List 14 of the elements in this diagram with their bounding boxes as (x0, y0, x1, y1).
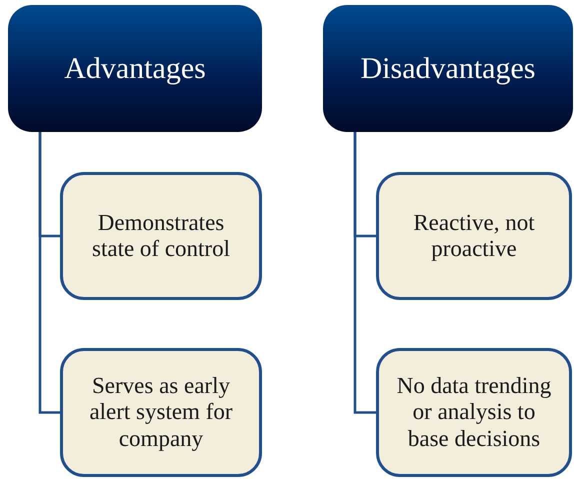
header-box (8, 5, 262, 132)
item-box (60, 172, 262, 300)
item-box (376, 348, 572, 477)
header-box (323, 5, 573, 132)
item-box (60, 348, 262, 477)
box-text: Reactive, not proactive (412, 210, 536, 262)
box-text: Disadvantages (360, 52, 536, 86)
box-text: Demonstrates state of control (91, 210, 231, 262)
connector-line (354, 132, 376, 414)
item-box (376, 172, 572, 300)
box-text: Serves as early alert system for company (88, 372, 234, 452)
box-text: Advantages (64, 52, 206, 86)
connector-line (38, 132, 60, 414)
box-text: No data trending or analysis to base decisions (396, 372, 552, 452)
